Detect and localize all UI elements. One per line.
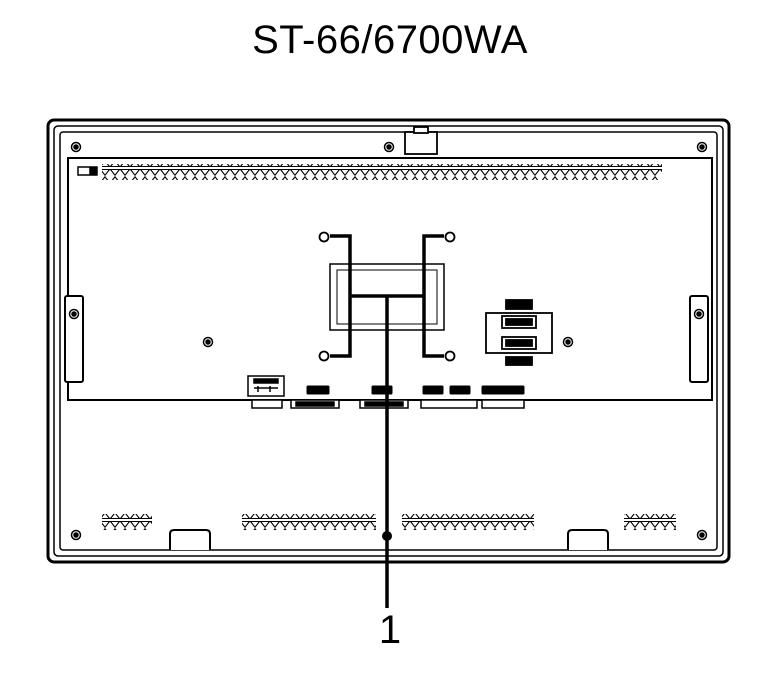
usb-port-block: [485, 299, 553, 366]
power-connector-label: [247, 375, 285, 397]
top-latch: [404, 126, 438, 155]
bottom-feet: [169, 529, 609, 550]
housing-screws: [68, 141, 708, 541]
ground-symbol-icon: [77, 166, 98, 176]
vent-slots: [102, 164, 676, 530]
diagram-title: ST-66/6700WA: [252, 18, 528, 62]
rear-cover-plate: [67, 157, 713, 401]
side-mounting-brackets: [64, 295, 709, 383]
callout-leader-line: [382, 296, 392, 608]
callout-label: 1: [378, 608, 402, 652]
bottom-connectors: [251, 399, 525, 409]
port-labels: [306, 385, 525, 395]
